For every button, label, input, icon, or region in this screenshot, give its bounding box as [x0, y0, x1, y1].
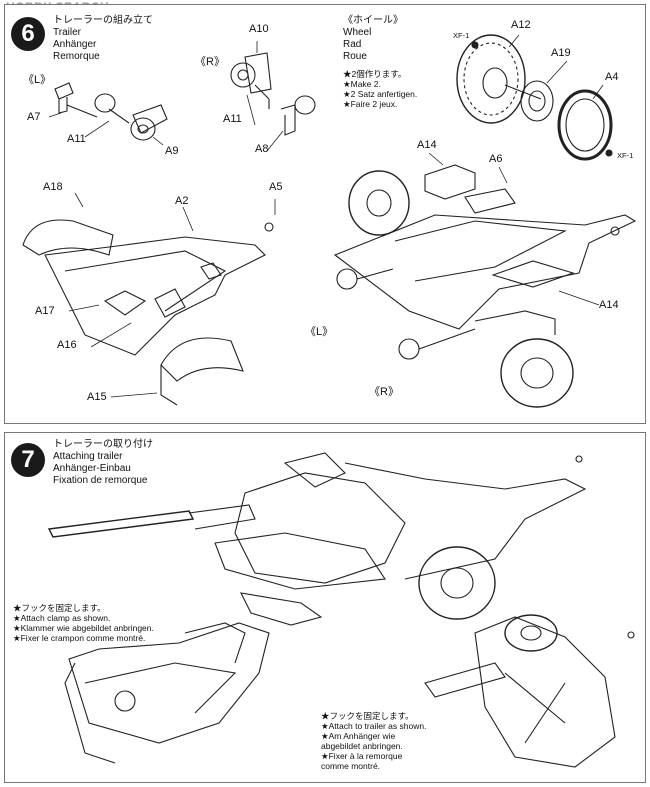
part-a14-top-label: A14 — [417, 139, 437, 151]
wheel-title-fr: Roue — [343, 51, 367, 62]
make-two-de: ★2 Satz anfertigen. — [343, 89, 418, 99]
step-7-illustration — [47, 452, 635, 768]
part-a4-label: A4 — [605, 71, 619, 83]
attach-note: ★フックを固定します。 ★Attach to trailer as shown.… — [321, 711, 426, 771]
title-jp: トレーラーの組み立て — [53, 15, 153, 26]
title-jp: トレーラーの取り付け — [53, 439, 153, 450]
make-two-jp: ★2個作ります。 — [343, 69, 407, 79]
title-en: Trailer — [53, 27, 81, 38]
part-a17-label: A17 — [35, 305, 55, 317]
part-a8-label: A8 — [255, 143, 269, 155]
part-a11-left-label: A11 — [67, 133, 86, 145]
right-mark: 《R》 — [195, 56, 225, 68]
part-a18-label: A18 — [43, 181, 63, 193]
part-a7-label: A7 — [27, 111, 41, 123]
wheel-title-jp: 《ホイール》 — [343, 15, 403, 26]
title-de: Anhänger-Einbau — [53, 463, 131, 474]
part-a2-label: A2 — [175, 195, 189, 207]
step-title: トレーラーの組み立て Trailer Anhänger Remorque — [53, 15, 153, 63]
clamp-note-en: ★Attach clamp as shown. — [13, 613, 111, 623]
attach-note-de-2: abgebildet anbringen. — [321, 741, 403, 751]
clamp-note-fr: ★Fixer le crampon comme montré. — [13, 633, 146, 643]
part-a16-label: A16 — [57, 339, 77, 351]
attach-note-fr-2: comme montré. — [321, 761, 381, 771]
clamp-note: ★フックを固定します。 ★Attach clamp as shown. ★Kla… — [13, 603, 154, 643]
part-a12-label: A12 — [511, 19, 531, 31]
step-title: トレーラーの取り付け Attaching trailer Anhänger-Ei… — [53, 439, 153, 487]
paint-code-top: XF-1 — [453, 31, 470, 40]
part-a5-label: A5 — [269, 181, 283, 193]
attach-note-en: ★Attach to trailer as shown. — [321, 721, 427, 731]
paint-code-bottom: XF-1 — [617, 151, 634, 160]
title-fr: Fixation de remorque — [53, 475, 148, 486]
step-6-illustration — [22, 34, 637, 408]
part-a10-label: A10 — [249, 23, 269, 35]
step-6-panel: 6 トレーラーの組み立て Trailer Anhänger Remorque 《… — [4, 4, 646, 424]
attach-note-jp: ★フックを固定します。 — [321, 711, 414, 721]
wheel-title-en: Wheel — [343, 27, 372, 38]
right-mark-trailer: 《R》 — [369, 386, 399, 398]
attach-note-fr-1: ★Fixer à la remorque — [321, 751, 403, 761]
part-a15-label: A15 — [87, 391, 107, 403]
make-two-note: ★2個作ります。 ★Make 2. ★2 Satz anfertigen. ★F… — [343, 69, 417, 109]
clamp-note-jp: ★フックを固定します。 — [13, 603, 106, 613]
part-a6-label: A6 — [489, 153, 503, 165]
clamp-note-de: ★Klammer wie abgebildet anbringen. — [13, 623, 154, 633]
wheel-title: 《ホイール》 Wheel Rad Roue — [343, 15, 403, 63]
part-a14-right-label: A14 — [599, 299, 619, 311]
part-a19-label: A19 — [551, 47, 571, 59]
left-mark: 《L》 — [23, 74, 52, 86]
title-de: Anhänger — [53, 39, 97, 50]
part-a9-label: A9 — [165, 145, 179, 157]
make-two-en: ★Make 2. — [343, 79, 381, 89]
step-number: 7 — [11, 443, 45, 477]
wheel-title-de: Rad — [343, 39, 362, 50]
part-a11-right-label: A11 — [223, 113, 242, 125]
make-two-fr: ★Faire 2 jeux. — [343, 99, 398, 109]
title-en: Attaching trailer — [53, 451, 123, 462]
step-7-panel: 7 トレーラーの取り付け Attaching trailer Anhänger-… — [4, 432, 646, 783]
title-fr: Remorque — [53, 51, 100, 62]
attach-note-de-1: ★Am Anhänger wie — [321, 731, 396, 741]
step-number: 6 — [11, 17, 45, 51]
left-mark-trailer: 《L》 — [305, 326, 334, 338]
